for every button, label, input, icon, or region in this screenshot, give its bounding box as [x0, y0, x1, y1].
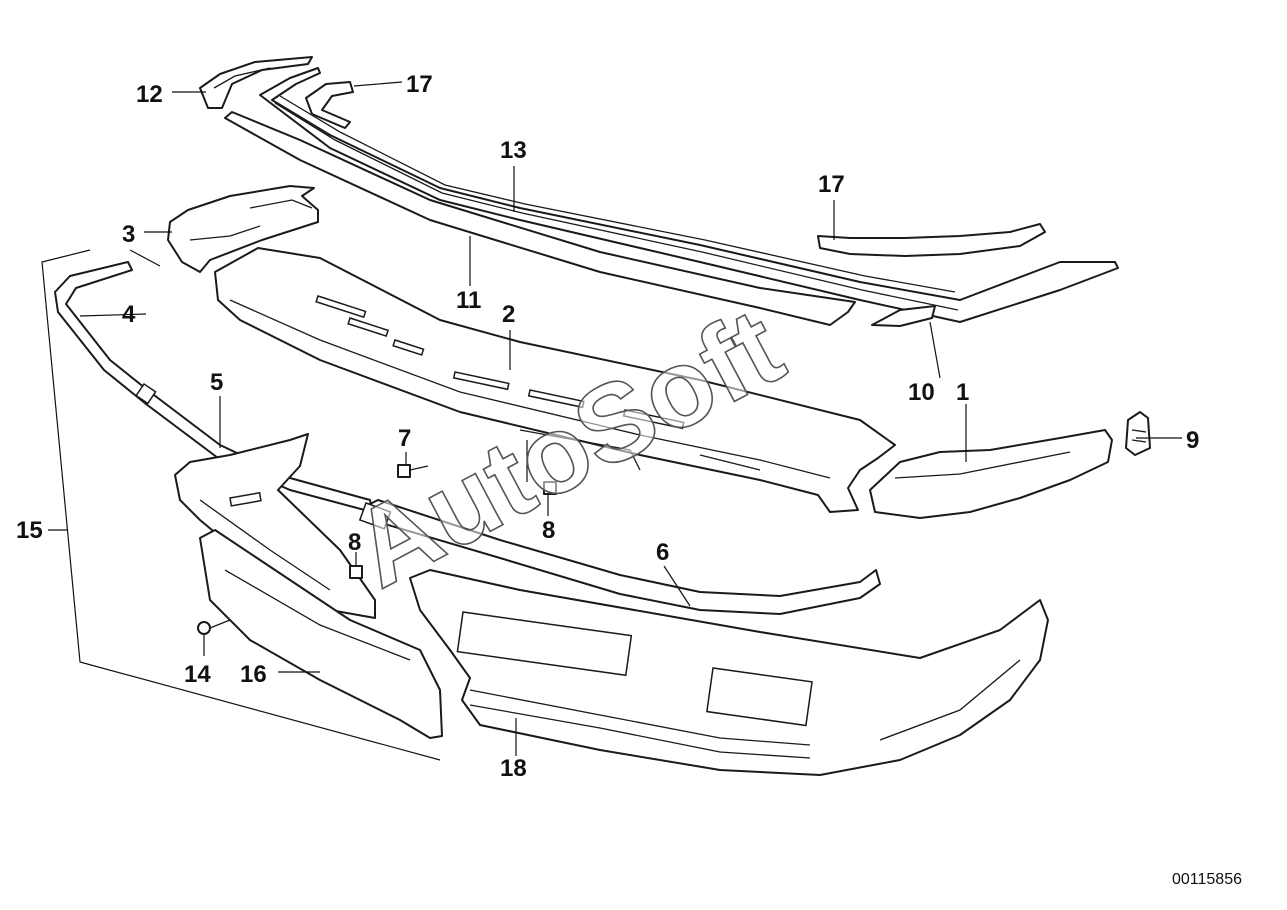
callout-16: 16 — [240, 661, 267, 688]
callout-15: 15 — [16, 517, 43, 544]
callout-8-left: 8 — [348, 529, 361, 556]
callout-4: 4 — [122, 301, 136, 328]
callout-6: 6 — [656, 539, 669, 566]
part-8-nut-right — [543, 481, 557, 495]
part-14-bolt — [197, 619, 231, 635]
document-number: 00115856 — [1172, 871, 1242, 888]
part-7-fastener — [397, 464, 429, 478]
part-12-end-cap — [199, 56, 313, 109]
leader-lines — [48, 81, 1182, 756]
group-bracket-15 — [41, 249, 441, 761]
part-9-bracket — [1125, 411, 1151, 456]
part-17-corner-trim-upper — [305, 81, 354, 129]
part-6-trim-moulding — [358, 499, 881, 615]
callout-13: 13 — [500, 137, 527, 164]
callout-8-right: 8 — [542, 517, 555, 544]
callout-9: 9 — [1186, 427, 1199, 454]
callout-12: 12 — [136, 81, 163, 108]
part-18-front-bumper — [409, 569, 1049, 776]
callout-1: 1 — [956, 379, 969, 406]
callout-10: 10 — [908, 379, 935, 406]
callout-7: 7 — [398, 425, 411, 452]
callout-14: 14 — [184, 661, 211, 688]
part-17-curved-trim-right — [817, 223, 1046, 257]
part-11-rear-strip — [224, 111, 856, 326]
part-13-upper-moulding — [259, 67, 1119, 323]
callout-2: 2 — [502, 301, 515, 328]
part-8-nut-left — [349, 565, 363, 579]
part-2-bumper-carrier — [214, 247, 896, 513]
part-10-clip — [871, 305, 936, 327]
callout-5: 5 — [210, 369, 223, 396]
callout-18: 18 — [500, 755, 527, 782]
callout-11: 11 — [456, 287, 481, 314]
callout-17-upper: 17 — [406, 71, 433, 98]
part-16-left-spoiler — [199, 529, 443, 739]
part-3-left-cover — [167, 185, 319, 273]
part-1-right-cover — [869, 429, 1113, 519]
callout-17-right: 17 — [818, 171, 845, 198]
callout-3: 3 — [122, 221, 135, 248]
